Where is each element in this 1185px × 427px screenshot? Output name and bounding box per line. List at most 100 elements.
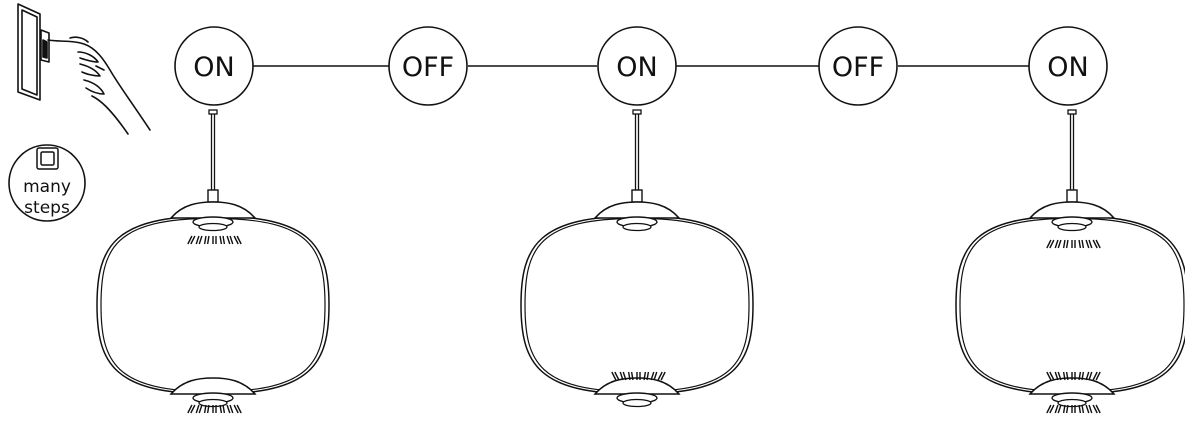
light-ray xyxy=(219,404,223,414)
pendant-lamp-1 xyxy=(96,109,330,414)
light-ray xyxy=(1088,371,1093,381)
light-ray xyxy=(203,235,207,245)
cap-lens xyxy=(198,222,228,232)
badge-line-2: steps xyxy=(24,198,70,218)
light-ray xyxy=(1054,371,1059,381)
cap-dome xyxy=(169,377,257,395)
light-ray xyxy=(1046,371,1052,381)
light-ray xyxy=(611,371,617,381)
switch-square-icon xyxy=(36,147,59,170)
light-ray xyxy=(1046,239,1052,249)
glass-outer xyxy=(520,215,754,395)
light-ray xyxy=(1054,404,1059,414)
light-ray xyxy=(233,235,239,245)
light-ray xyxy=(1095,371,1101,381)
light-ray xyxy=(190,235,196,245)
glass-inner xyxy=(100,217,326,393)
pendant-lamp-3 xyxy=(955,109,1185,414)
state-circle xyxy=(818,26,898,106)
light-ray xyxy=(1054,239,1059,249)
light-ray xyxy=(187,404,193,414)
badge-circle xyxy=(8,144,86,222)
light-ray xyxy=(1095,404,1101,414)
light-ray xyxy=(236,235,242,245)
light-ray xyxy=(198,404,203,414)
light-ray xyxy=(614,371,620,381)
many-steps-badge: many steps xyxy=(8,144,86,222)
light-ray xyxy=(198,235,203,245)
light-ray xyxy=(222,235,226,245)
light-ray xyxy=(1088,404,1093,414)
light-ray xyxy=(1065,371,1069,381)
light-ray xyxy=(1078,239,1082,249)
cap-dome xyxy=(593,201,681,219)
light-ray xyxy=(222,404,226,414)
state-label: ON xyxy=(1047,52,1088,83)
light-ray xyxy=(622,371,627,381)
light-ray xyxy=(619,371,624,381)
light-ray xyxy=(1078,371,1082,381)
badge-line-1: many xyxy=(23,177,71,197)
glass-inner xyxy=(524,217,750,393)
state-circle xyxy=(174,26,254,106)
state-label: OFF xyxy=(402,52,454,83)
light-ray xyxy=(233,404,239,414)
bottom-cap xyxy=(169,377,257,408)
ceiling-mount xyxy=(1067,109,1077,115)
state-circle xyxy=(388,26,468,106)
light-ray xyxy=(1088,239,1093,249)
top-cap xyxy=(169,201,257,232)
wall-switch-hand-icon xyxy=(17,3,151,135)
top-cap xyxy=(1028,201,1116,232)
cord-connector xyxy=(631,189,643,203)
state-node-4: OFF xyxy=(818,26,898,106)
ceiling-mount xyxy=(208,109,218,115)
light-ray xyxy=(1062,371,1066,381)
bottom-cap xyxy=(1028,377,1116,408)
light-ray xyxy=(1081,404,1085,414)
light-ray xyxy=(1062,404,1066,414)
light-ray xyxy=(1057,371,1062,381)
state-node-3: ON xyxy=(597,26,677,106)
light-ray xyxy=(229,404,234,414)
ceiling-mount xyxy=(632,109,642,115)
light-ray xyxy=(203,404,207,414)
light-ray xyxy=(1081,371,1085,381)
cap-dome xyxy=(1028,201,1116,219)
state-circle xyxy=(1028,26,1108,106)
top-cap xyxy=(593,201,681,232)
light-ray xyxy=(1095,239,1101,249)
light-ray xyxy=(206,404,210,414)
cap-dome xyxy=(169,201,257,219)
light-ray xyxy=(206,235,210,245)
light-ray xyxy=(219,235,223,245)
state-label: OFF xyxy=(832,52,884,83)
light-ray xyxy=(1092,239,1098,249)
light-ray xyxy=(187,235,193,245)
light-ray xyxy=(1057,404,1062,414)
light-ray xyxy=(1085,371,1090,381)
light-ray xyxy=(630,371,634,381)
state-node-2: OFF xyxy=(388,26,468,106)
cap-dome xyxy=(1028,377,1116,395)
light-ray xyxy=(1065,404,1069,414)
light-ray xyxy=(229,235,234,245)
cap-lens xyxy=(622,222,652,232)
pendant-lamp-2 xyxy=(520,109,754,408)
light-ray xyxy=(1049,239,1055,249)
cap-lens xyxy=(622,398,652,408)
light-ray xyxy=(1081,239,1085,249)
light-ray xyxy=(1078,404,1082,414)
light-ray xyxy=(1085,404,1090,414)
light-ray xyxy=(1049,404,1055,414)
light-ray xyxy=(646,371,650,381)
light-ray xyxy=(226,404,231,414)
light-ray xyxy=(236,404,242,414)
light-ray xyxy=(657,371,663,381)
cap-lens xyxy=(1057,222,1087,232)
state-label: ON xyxy=(193,52,234,83)
light-ray xyxy=(1046,404,1052,414)
light-ray xyxy=(226,235,231,245)
cord-connector xyxy=(1066,189,1078,203)
state-node-1: ON xyxy=(174,26,254,106)
